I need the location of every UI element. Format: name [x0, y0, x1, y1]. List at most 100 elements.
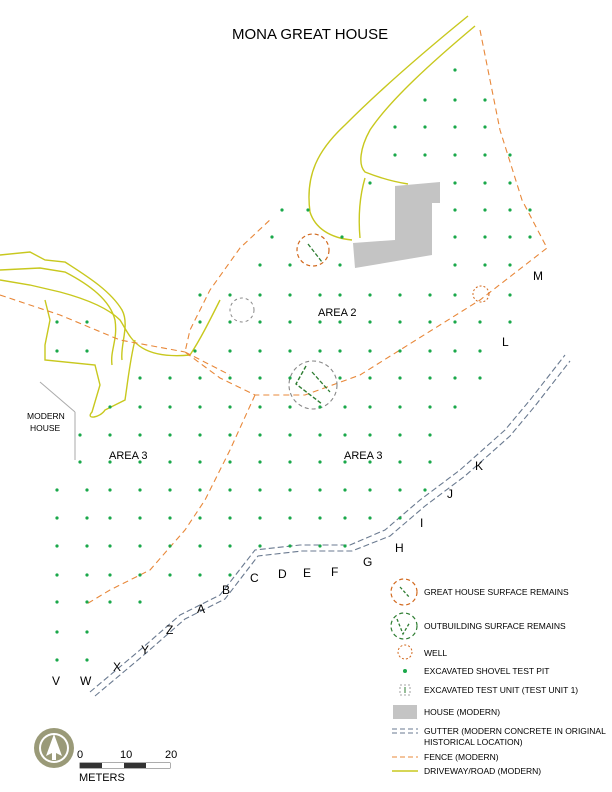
shovel-test-pit: [288, 460, 292, 464]
outbuilding-remains-1: [229, 297, 255, 323]
shovel-test-pit: [198, 376, 202, 380]
shovel-test-pit: [368, 516, 372, 520]
legend-road: DRIVEWAY/ROAD (MODERN): [392, 766, 541, 776]
shovel-test-pit: [453, 376, 457, 380]
legend-shovel-test: EXCAVATED SHOVEL TEST PIT: [403, 666, 550, 676]
shovel-test-pit: [453, 98, 457, 102]
shovel-test-pit: [423, 125, 427, 129]
legend-test-unit: EXCAVATED TEST UNIT (TEST UNIT 1): [399, 684, 578, 696]
shovel-test-pit: [453, 235, 457, 239]
shovel-test-pit: [85, 544, 89, 548]
legend-gutter: GUTTER (MODERN CONCRETE IN ORIGINAL HIST…: [392, 726, 606, 747]
shovel-test-pit: [398, 405, 402, 409]
shovel-test-pit: [138, 544, 142, 548]
map-title: MONA GREAT HOUSE: [232, 26, 388, 43]
shovel-test-pit: [55, 658, 59, 662]
legend-outbuilding: OUTBUILDING SURFACE REMAINS: [390, 612, 566, 640]
shovel-test-pit: [138, 460, 142, 464]
shovel-test-pit: [478, 320, 482, 324]
shovel-test-pit: [85, 600, 89, 604]
shovel-test-pit: [318, 433, 322, 437]
shovel-test-pit: [428, 433, 432, 437]
shovel-test-pit: [258, 460, 262, 464]
shovel-test-pit: [288, 263, 292, 267]
grid-label-f: F: [331, 565, 338, 579]
shovel-test-pit: [85, 488, 89, 492]
shovel-test-pit: [368, 376, 372, 380]
shovel-test-pit: [258, 405, 262, 409]
shovel-test-pit: [423, 153, 427, 157]
shovel-test-pit: [168, 516, 172, 520]
legend-gutter-label-2: HISTORICAL LOCATION): [424, 737, 523, 747]
shovel-test-pit: [228, 573, 232, 577]
shovel-test-pit: [198, 405, 202, 409]
grid-label-j: J: [447, 487, 453, 501]
shovel-test-pit: [55, 600, 59, 604]
shovel-test-pit: [198, 544, 202, 548]
shovel-test-pit: [508, 263, 512, 267]
shovel-test-pit: [198, 516, 202, 520]
legend-well-label: WELL: [424, 648, 447, 658]
shovel-test-pit: [108, 544, 112, 548]
shovel-test-pit: [483, 208, 487, 212]
shovel-test-pit: [138, 573, 142, 577]
shovel-test-pit: [343, 460, 347, 464]
shovel-test-pit: [228, 516, 232, 520]
shovel-test-pit: [288, 544, 292, 548]
shovel-test-pit: [398, 349, 402, 353]
shovel-test-pit: [393, 153, 397, 157]
shovel-test-pit: [138, 488, 142, 492]
shovel-test-pit: [368, 320, 372, 324]
shovel-test-pit: [258, 488, 262, 492]
shovel-test-pit: [228, 488, 232, 492]
shovel-test-pit: [85, 573, 89, 577]
shovel-test-pit: [288, 376, 292, 380]
shovel-test-pit: [398, 433, 402, 437]
shovel-test-pit: [288, 516, 292, 520]
shovel-test-pit: [453, 125, 457, 129]
fence-lines: [0, 29, 548, 606]
shovel-test-pit: [85, 516, 89, 520]
shovel-test-pit: [168, 405, 172, 409]
shovel-test-pit: [228, 376, 232, 380]
grid-label-x: X: [113, 660, 121, 674]
shovel-test-pit: [85, 320, 89, 324]
legend: GREAT HOUSE SURFACE REMAINS OUTBUILDING …: [390, 578, 606, 776]
shovel-test-pit: [338, 320, 342, 324]
shovel-test-pit: [528, 208, 532, 212]
shovel-test-pit: [428, 376, 432, 380]
area-3-east-label: AREA 3: [344, 450, 383, 462]
shovel-test-pit: [55, 349, 59, 353]
shovel-test-pit: [453, 181, 457, 185]
shovel-test-pit: [138, 516, 142, 520]
shovel-test-pit: [138, 376, 142, 380]
modern-house-shape: [353, 182, 440, 268]
shovel-test-pit: [453, 208, 457, 212]
shovel-test-pit: [368, 293, 372, 297]
shovel-test-pit: [338, 263, 342, 267]
shovel-test-pit: [108, 516, 112, 520]
area-2-label: AREA 2: [318, 307, 357, 319]
scale-tick-20: 20: [165, 749, 177, 761]
shovel-test-pit: [168, 376, 172, 380]
legend-fence-label: FENCE (MODERN): [424, 752, 499, 762]
shovel-test-pit: [483, 263, 487, 267]
shovel-test-pit: [478, 376, 482, 380]
shovel-test-pit: [368, 433, 372, 437]
legend-shovel-test-label: EXCAVATED SHOVEL TEST PIT: [424, 666, 550, 676]
shovel-test-pit: [340, 235, 344, 239]
shovel-test-pit: [453, 405, 457, 409]
shovel-test-pit: [288, 293, 292, 297]
shovel-test-pit: [483, 125, 487, 129]
grid-label-l: L: [502, 335, 509, 349]
shovel-test-pit: [343, 544, 347, 548]
shovel-test-pit: [368, 488, 372, 492]
modern-house-west-outline: [39, 381, 76, 460]
shovel-test-pit: [55, 488, 59, 492]
shovel-test-pit: [280, 208, 284, 212]
shovel-test-pit: [108, 433, 112, 437]
shovel-test-pit: [228, 405, 232, 409]
shovel-test-pit: [138, 405, 142, 409]
